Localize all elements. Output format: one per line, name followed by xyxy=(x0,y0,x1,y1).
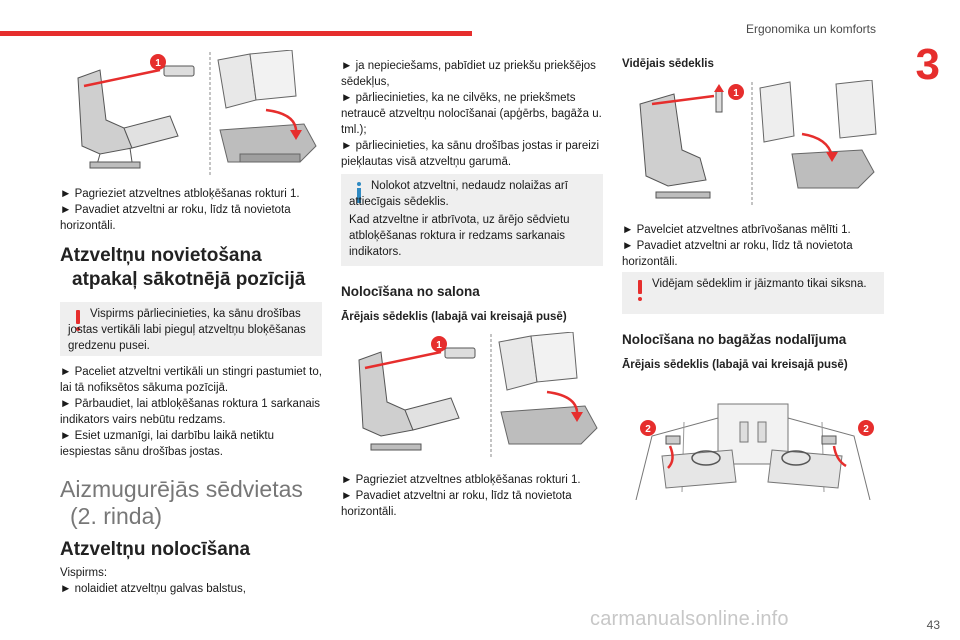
subheading-outer-seat-boot: Ārējais sēdeklis (labajā vai kreisajā pu… xyxy=(622,359,848,371)
warning-box: Vispirms pārliecinieties, ka sānu drošīb… xyxy=(60,302,322,356)
page-number: 43 xyxy=(926,618,940,632)
col3-steps: ► Pavelciet atzveltnes atbrīvošanas mēlī… xyxy=(622,222,884,270)
info-box: Nolokot atzveltni, nedaudz nolaižas arī … xyxy=(341,174,603,266)
subheading-outer-seat: Ārējais sēdeklis (labajā vai kreisajā pu… xyxy=(341,311,567,323)
header-title: Ergonomika un komforts xyxy=(745,22,876,36)
step: ► Paceliet atzveltni vertikāli un stingr… xyxy=(60,366,322,394)
warning-box-middle: Vidējam sēdeklim ir jāizmanto tikai siks… xyxy=(622,272,884,314)
step: ► Pagrieziet atzveltnes atbloķēšanas rok… xyxy=(60,188,300,200)
watermark: carmanualsonline.info xyxy=(590,608,789,630)
figure-seat-unlock-handle: 1 xyxy=(60,50,322,180)
chapter-number: 3 xyxy=(915,40,940,89)
header-accent-bar xyxy=(0,31,472,36)
col1-steps2: ► Paceliet atzveltni vertikāli un stingr… xyxy=(60,364,324,460)
col1-steps1: ► Pagrieziet atzveltnes atbloķēšanas rok… xyxy=(60,186,322,234)
step: ► Pavadiet atzveltni ar roku, līdz tā no… xyxy=(60,204,291,232)
heading-reset-cont: atpakaļ sākotnējā pozīcijā xyxy=(72,269,306,290)
svg-text:1: 1 xyxy=(733,88,739,99)
info-text: Nolokot atzveltni, nedaudz nolaižas arī … xyxy=(349,180,568,208)
heading-folding: Atzveltņu nolocīšana xyxy=(60,539,251,560)
col2-steps-bottom: ► Pagrieziet atzveltnes atbloķēšanas rok… xyxy=(341,472,603,520)
step: ► nolaidiet atzveltņu galvas balstus, xyxy=(60,583,246,595)
heading-middle-seat: Vidējais sēdeklis xyxy=(622,58,714,70)
step: ► Pavadiet atzveltni ar roku, līdz tā no… xyxy=(622,240,853,268)
warning-text: Vidējam sēdeklim ir jāizmanto tikai siks… xyxy=(652,278,867,290)
figure-cabin-fold: 1 xyxy=(341,332,603,462)
warning-text: Vispirms pārliecinieties, ka sānu drošīb… xyxy=(68,308,306,352)
step: ► Pavadiet atzveltni ar roku, līdz tā no… xyxy=(341,490,572,518)
heading-boot: Nolocīšana no bagāžas nodalījuma xyxy=(622,332,847,347)
first-label: Vispirms: xyxy=(60,567,108,579)
svg-text:1: 1 xyxy=(155,58,161,69)
step: ► Pavelciet atzveltnes atbrīvošanas mēlī… xyxy=(622,224,851,236)
svg-text:2: 2 xyxy=(863,424,869,435)
heading-reset: Atzveltņu novietošana xyxy=(60,245,262,266)
step: ► Esiet uzmanīgi, lai darbību laikā neti… xyxy=(60,430,275,458)
svg-text:1: 1 xyxy=(436,340,442,351)
section-title-cont: (2. rinda) xyxy=(70,503,163,529)
step: ► Pagrieziet atzveltnes atbloķēšanas rok… xyxy=(341,474,581,486)
figure-middle-seat: 1 xyxy=(622,80,884,210)
step: ► Pārbaudiet, lai atbloķēšanas roktura 1… xyxy=(60,398,321,426)
step: ► pārliecinieties, ka sānu drošības jost… xyxy=(341,140,600,168)
col2-steps-top: ► ja nepieciešams, pabīdiet uz priekšu p… xyxy=(341,58,603,170)
section-title: Aizmugurējās sēdvietas xyxy=(60,476,303,502)
figure-boot-levers: 2 2 xyxy=(622,396,884,500)
svg-text:2: 2 xyxy=(645,424,651,435)
step: ► pārliecinieties, ka ne cilvēks, ne pri… xyxy=(341,92,602,136)
heading-cabin: Nolocīšana no salona xyxy=(341,284,480,299)
step: ► ja nepieciešams, pabīdiet uz priekšu p… xyxy=(341,60,596,88)
info-text-2: Kad atzveltne ir atbrīvota, uz ārējo sēd… xyxy=(349,214,570,258)
seat-illustration-left xyxy=(77,69,179,169)
